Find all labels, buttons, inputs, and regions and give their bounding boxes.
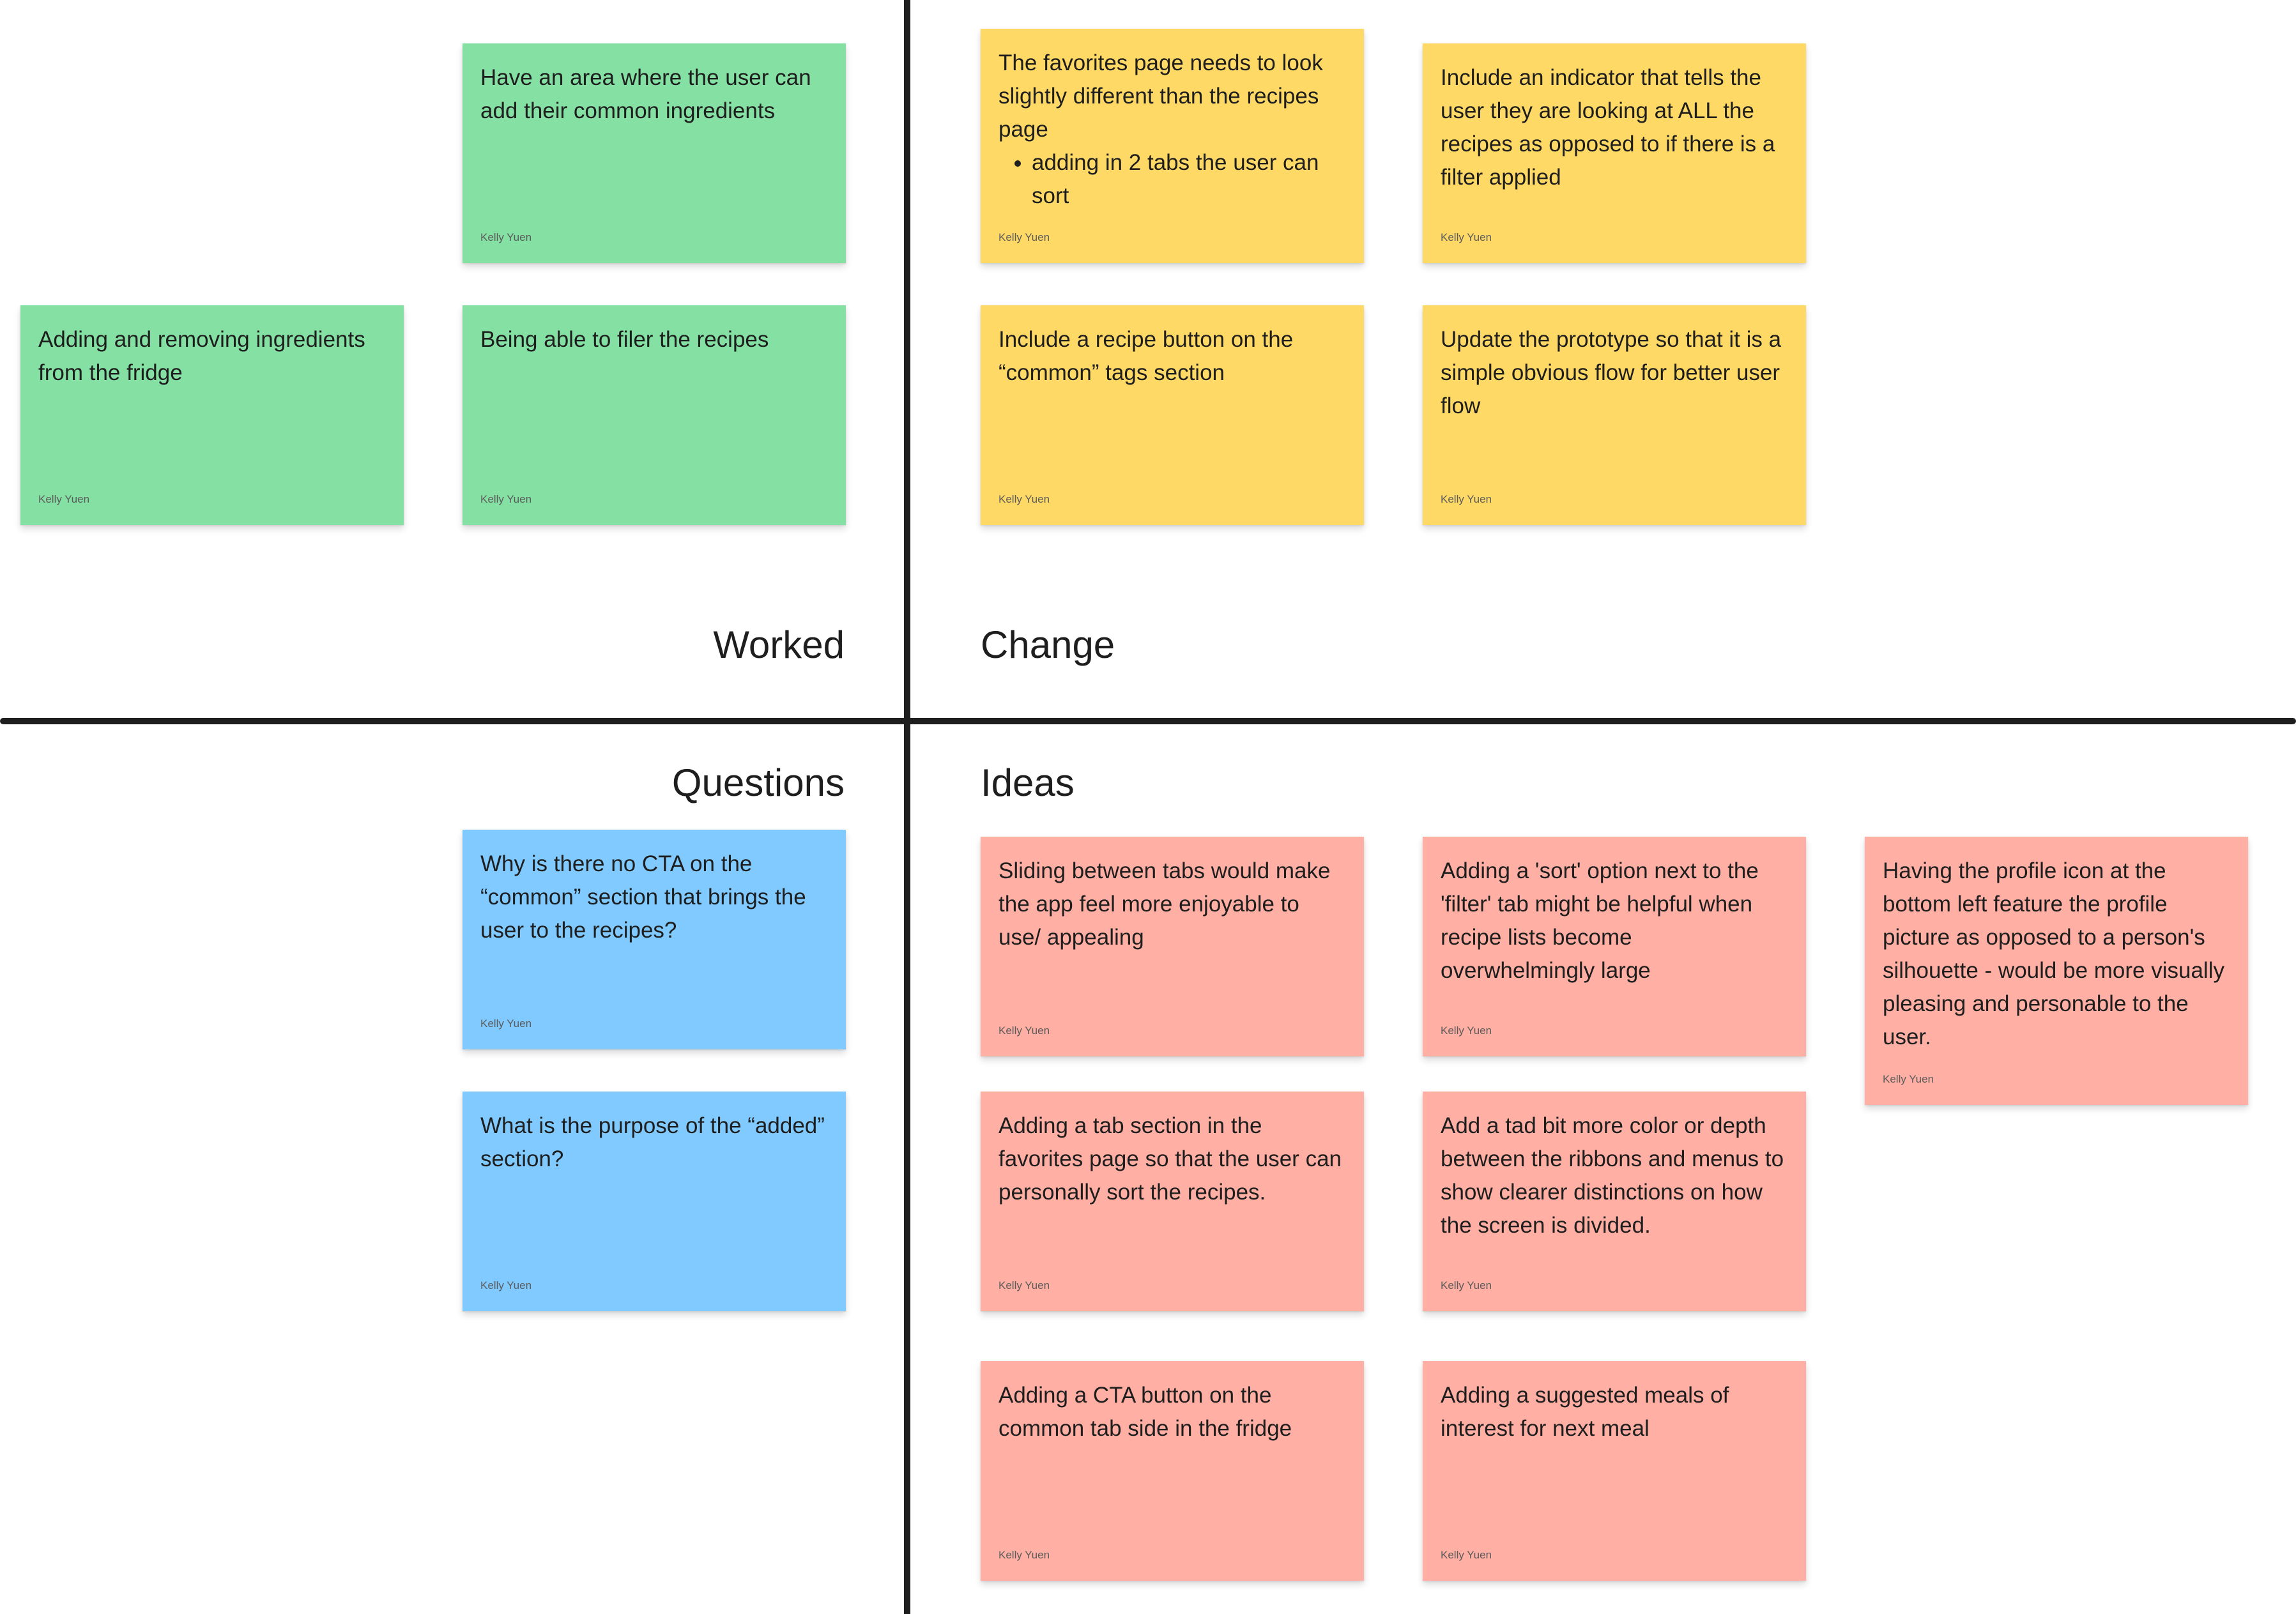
note-author: Kelly Yuen (1441, 1024, 1492, 1037)
note-bullet-item: adding in 2 tabs the user can sort (1032, 146, 1345, 213)
note-text: Having the profile icon at the bottom le… (1883, 858, 2224, 1049)
note-author: Kelly Yuen (1441, 231, 1492, 243)
note-bullet-list: adding in 2 tabs the user can sort (999, 146, 1345, 213)
horizontal-divider (0, 718, 2296, 724)
sticky-note-idea[interactable]: Adding a CTA button on the common tab si… (981, 1361, 1364, 1581)
note-author: Kelly Yuen (999, 1024, 1050, 1037)
note-author: Kelly Yuen (480, 1017, 532, 1030)
note-author: Kelly Yuen (38, 493, 90, 505)
sticky-note-worked[interactable]: Adding and removing ingredients from the… (20, 305, 404, 525)
sticky-note-change[interactable]: Include a recipe button on the “common” … (981, 305, 1364, 525)
note-text: Include a recipe button on the “common” … (999, 327, 1294, 385)
note-text: What is the purpose of the “added” secti… (480, 1113, 825, 1171)
sticky-note-idea[interactable]: Sliding between tabs would make the app … (981, 837, 1364, 1056)
note-author: Kelly Yuen (1441, 1549, 1492, 1561)
note-author: Kelly Yuen (480, 231, 532, 243)
section-heading-worked: Worked (713, 623, 845, 666)
sticky-note-idea[interactable]: Adding a suggested meals of interest for… (1423, 1361, 1806, 1581)
note-text: Being able to filer the recipes (480, 327, 769, 352)
note-text: Sliding between tabs would make the app … (999, 858, 1331, 950)
note-text: Adding a tab section in the favorites pa… (999, 1113, 1342, 1205)
note-author: Kelly Yuen (1883, 1073, 1934, 1085)
note-author: Kelly Yuen (999, 1279, 1050, 1291)
section-heading-change: Change (981, 623, 1115, 666)
sticky-note-idea[interactable]: Adding a tab section in the favorites pa… (981, 1092, 1364, 1311)
sticky-note-question[interactable]: Why is there no CTA on the “common” sect… (463, 830, 846, 1049)
sticky-note-change[interactable]: The favorites page needs to look slightl… (981, 29, 1364, 263)
sticky-note-worked[interactable]: Have an area where the user can add thei… (463, 43, 846, 263)
sticky-note-change[interactable]: Update the prototype so that it is a sim… (1423, 305, 1806, 525)
note-author: Kelly Yuen (1441, 493, 1492, 505)
sticky-note-change[interactable]: Include an indicator that tells the user… (1423, 43, 1806, 263)
sticky-note-question[interactable]: What is the purpose of the “added” secti… (463, 1092, 846, 1311)
note-text: Have an area where the user can add thei… (480, 65, 811, 123)
section-heading-ideas: Ideas (981, 761, 1075, 804)
note-text: The favorites page needs to look slightl… (999, 50, 1323, 142)
note-text: Adding and removing ingredients from the… (38, 327, 365, 385)
sticky-note-idea[interactable]: Adding a 'sort' option next to the 'filt… (1423, 837, 1806, 1056)
note-text: Adding a 'sort' option next to the 'filt… (1441, 858, 1759, 983)
note-text: Adding a CTA button on the common tab si… (999, 1383, 1292, 1441)
sticky-note-idea[interactable]: Having the profile icon at the bottom le… (1865, 837, 2248, 1105)
section-heading-questions: Questions (671, 761, 845, 804)
note-author: Kelly Yuen (999, 231, 1050, 243)
note-text: Adding a suggested meals of interest for… (1441, 1383, 1729, 1441)
note-text: Include an indicator that tells the user… (1441, 65, 1775, 190)
note-author: Kelly Yuen (480, 1279, 532, 1291)
note-author: Kelly Yuen (480, 493, 532, 505)
note-text: Why is there no CTA on the “common” sect… (480, 851, 806, 943)
note-text: Update the prototype so that it is a sim… (1441, 327, 1782, 418)
sticky-note-idea[interactable]: Add a tad bit more color or depth betwee… (1423, 1092, 1806, 1311)
vertical-divider (904, 0, 910, 1614)
sticky-note-worked[interactable]: Being able to filer the recipes Kelly Yu… (463, 305, 846, 525)
note-author: Kelly Yuen (1441, 1279, 1492, 1291)
note-author: Kelly Yuen (999, 493, 1050, 505)
note-text: Add a tad bit more color or depth betwee… (1441, 1113, 1784, 1238)
note-author: Kelly Yuen (999, 1549, 1050, 1561)
